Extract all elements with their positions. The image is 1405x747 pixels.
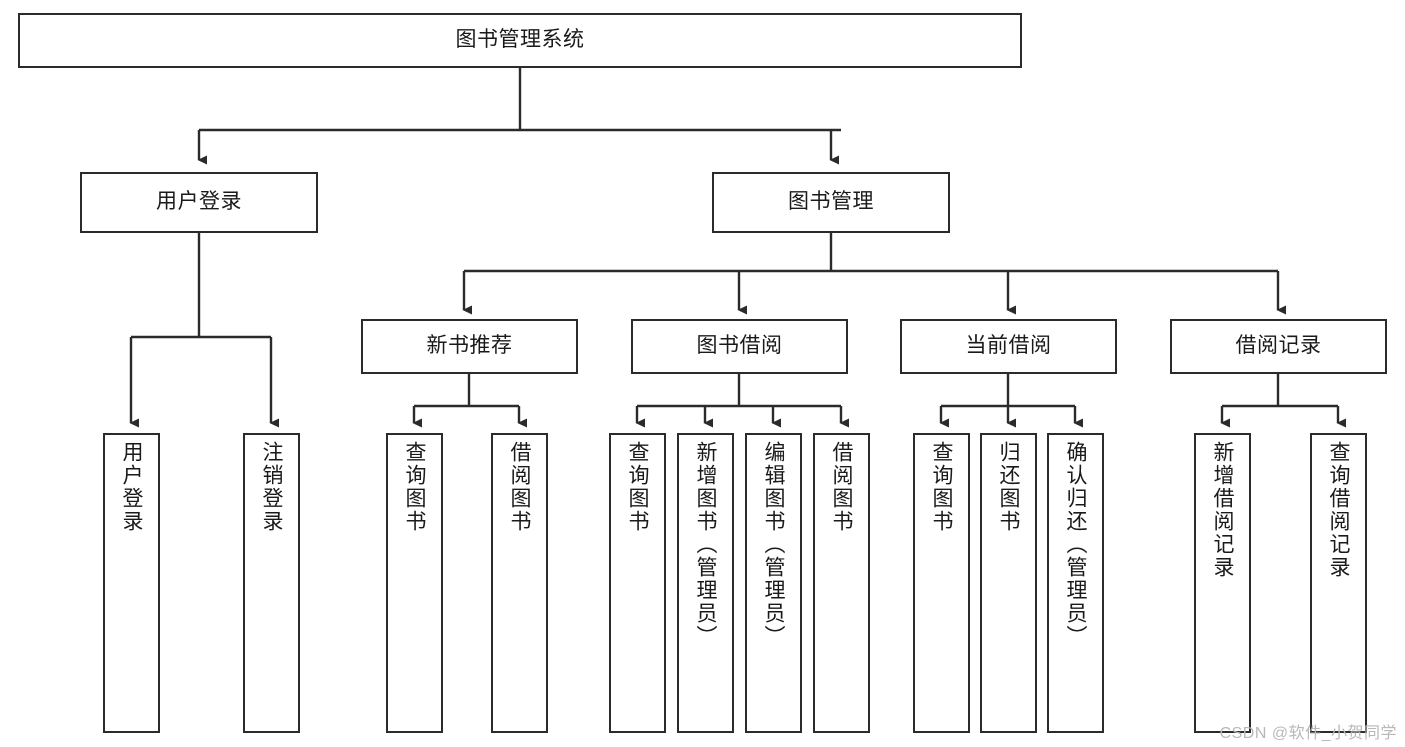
leaf-add-record[interactable]: 新增借阅记录 — [1194, 433, 1251, 733]
node-book-manage[interactable]: 图书管理 — [712, 172, 950, 233]
leaf-borrow-book-2[interactable]: 借阅图书 — [813, 433, 870, 733]
leaf-edit-book-label: 编辑图书（管理员） — [762, 441, 785, 648]
node-borrow-record[interactable]: 借阅记录 — [1170, 319, 1387, 374]
node-book-borrow-label: 图书借阅 — [696, 334, 783, 358]
leaf-query-book-3[interactable]: 查询图书 — [913, 433, 970, 733]
leaf-add-book[interactable]: 新增图书（管理员） — [677, 433, 734, 733]
leaf-borrow-book-1[interactable]: 借阅图书 — [491, 433, 548, 733]
leaf-edit-book[interactable]: 编辑图书（管理员） — [745, 433, 802, 733]
leaf-query-book-2-label: 查询图书 — [626, 441, 649, 533]
leaf-query-book-2[interactable]: 查询图书 — [609, 433, 666, 733]
leaf-confirm-return-label: 确认归还（管理员） — [1064, 441, 1087, 648]
leaf-borrow-book-1-label: 借阅图书 — [508, 441, 531, 533]
node-book-borrow[interactable]: 图书借阅 — [631, 319, 848, 374]
leaf-query-book-1-label: 查询图书 — [403, 441, 426, 533]
node-new-book-recommend[interactable]: 新书推荐 — [361, 319, 578, 374]
node-current-borrow[interactable]: 当前借阅 — [900, 319, 1117, 374]
leaf-confirm-return[interactable]: 确认归还（管理员） — [1047, 433, 1104, 733]
leaf-user-login[interactable]: 用户登录 — [103, 433, 160, 733]
leaf-return-book-label: 归还图书 — [997, 441, 1020, 533]
leaf-logout-login-label: 注销登录 — [260, 441, 283, 533]
leaf-logout-login[interactable]: 注销登录 — [243, 433, 300, 733]
leaf-return-book[interactable]: 归还图书 — [980, 433, 1037, 733]
node-user-login[interactable]: 用户登录 — [80, 172, 318, 233]
node-book-manage-label: 图书管理 — [788, 190, 874, 214]
leaf-query-book-3-label: 查询图书 — [930, 441, 953, 533]
node-root-system[interactable]: 图书管理系统 — [18, 13, 1022, 68]
leaf-user-login-label: 用户登录 — [120, 441, 143, 533]
node-root-system-label: 图书管理系统 — [455, 28, 585, 52]
node-current-borrow-label: 当前借阅 — [965, 334, 1052, 358]
node-user-login-label: 用户登录 — [156, 190, 242, 214]
leaf-add-record-label: 新增借阅记录 — [1211, 441, 1234, 579]
leaf-add-book-label: 新增图书（管理员） — [694, 441, 717, 648]
leaf-query-record-label: 查询借阅记录 — [1327, 441, 1350, 579]
leaf-query-record[interactable]: 查询借阅记录 — [1310, 433, 1367, 733]
leaf-borrow-book-2-label: 借阅图书 — [830, 441, 853, 533]
leaf-query-book-1[interactable]: 查询图书 — [386, 433, 443, 733]
node-new-book-recommend-label: 新书推荐 — [426, 334, 513, 358]
node-borrow-record-label: 借阅记录 — [1235, 334, 1322, 358]
